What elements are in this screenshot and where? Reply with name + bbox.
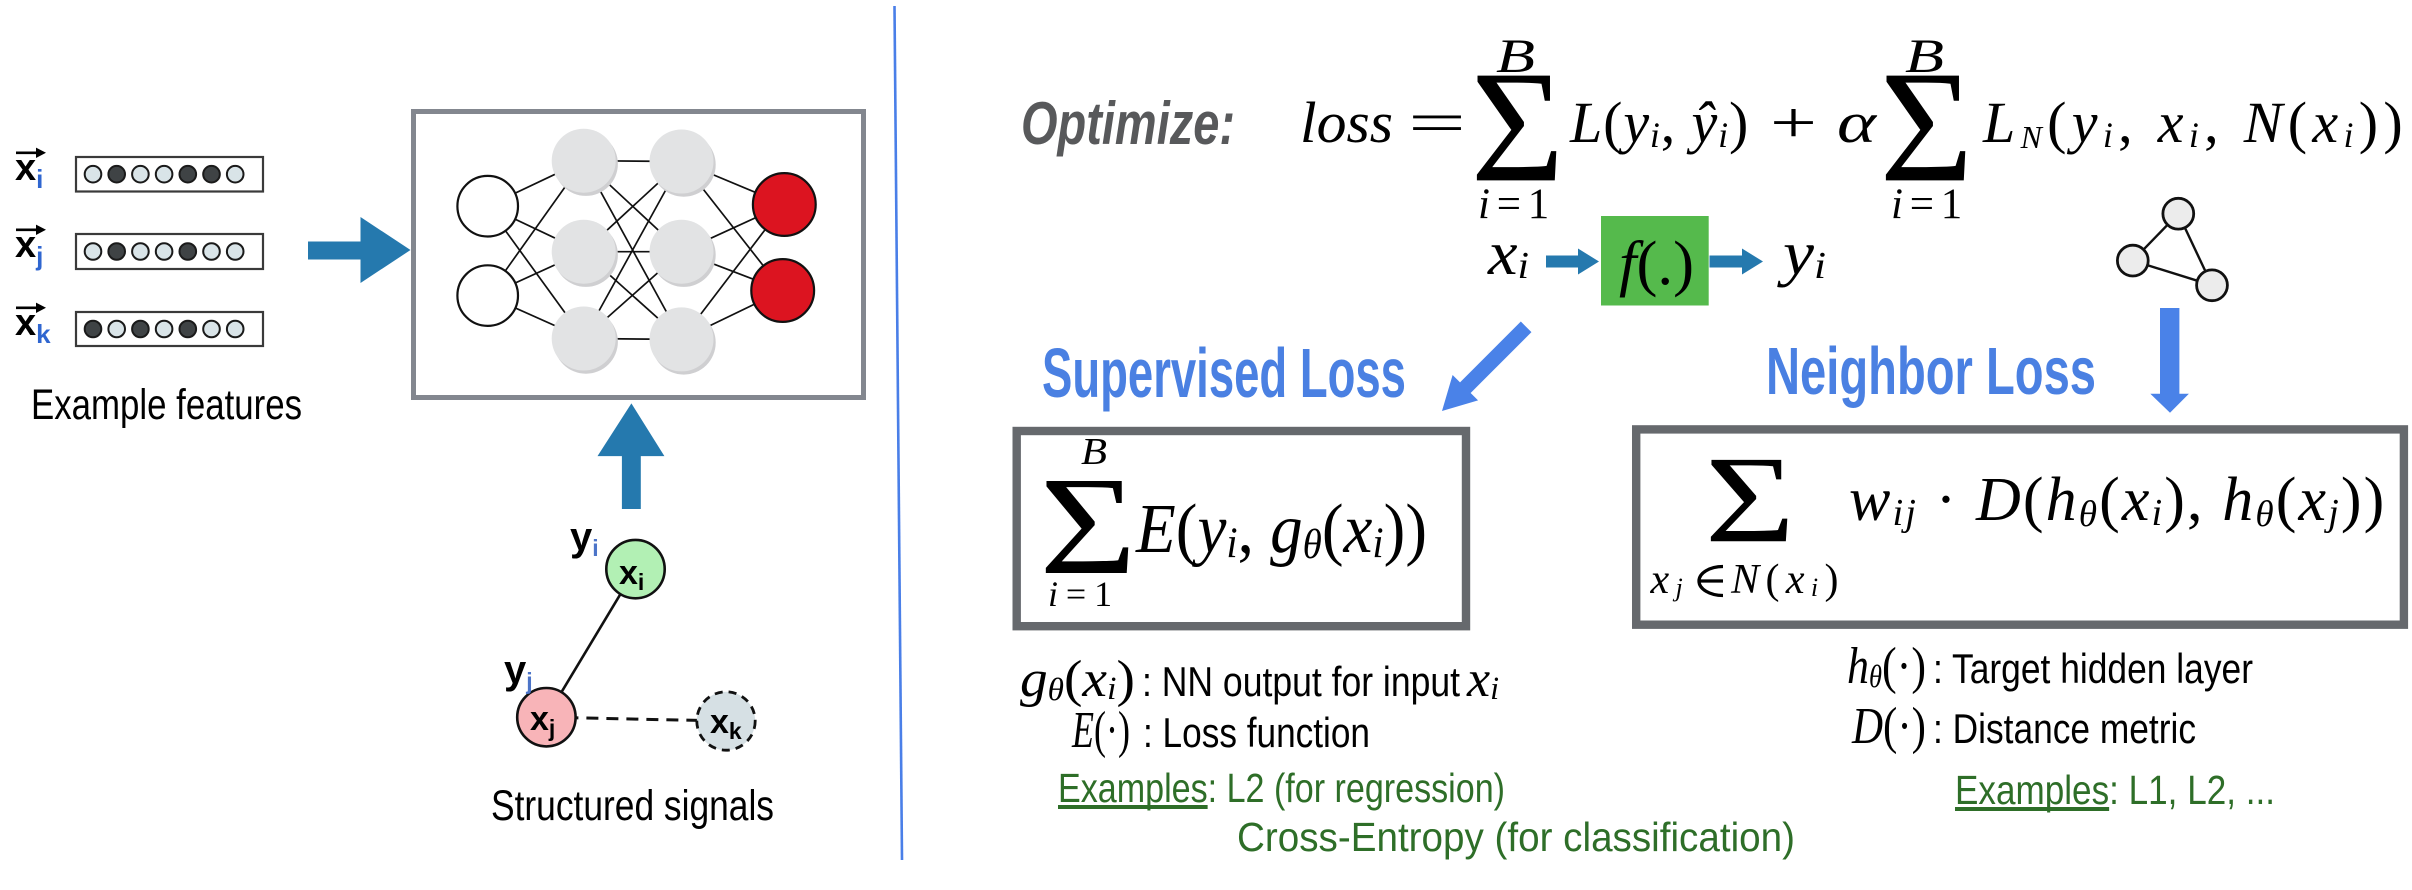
svg-text:Σ: Σ (1471, 38, 1565, 215)
svg-text:Σ: Σ (1039, 448, 1136, 604)
svg-text:Σ: Σ (1880, 38, 1974, 215)
svg-text:Σ: Σ (1705, 432, 1795, 569)
